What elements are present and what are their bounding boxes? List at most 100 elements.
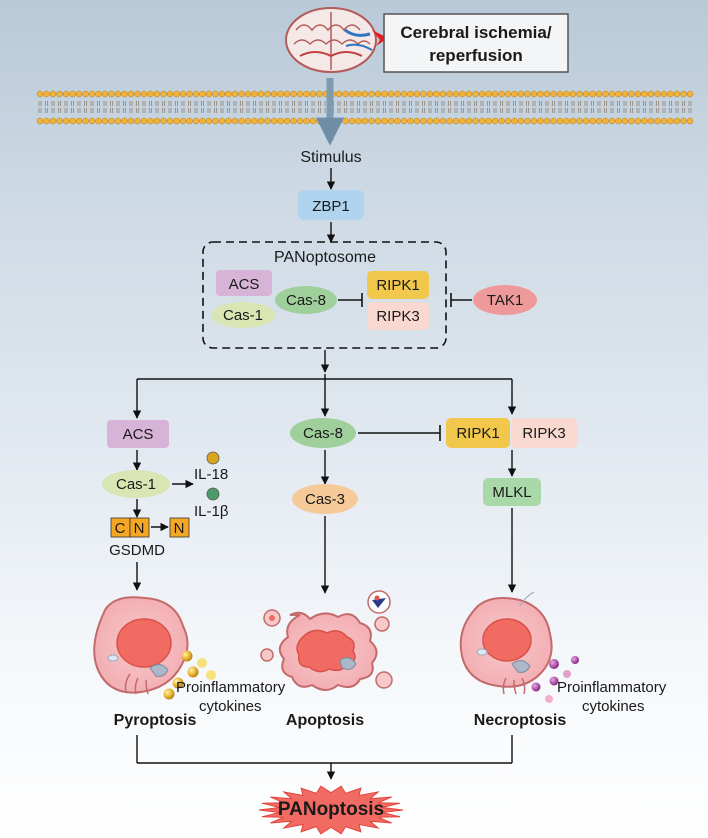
lightning-icon (372, 30, 388, 46)
panoptosome-cas8 (275, 286, 337, 314)
lipid-head (101, 90, 109, 98)
pyroptotic-cell (93, 596, 216, 700)
stimulus-box: Cerebral ischemia/ reperfusion (383, 13, 569, 73)
lipid-head (62, 117, 70, 125)
lipid-head (43, 90, 50, 98)
lipid-head (511, 90, 518, 98)
lipid-head (381, 90, 388, 98)
pyro-cas1-label: Cas-1 (116, 476, 156, 493)
lipid-head (498, 90, 505, 98)
lipid-head (283, 117, 291, 125)
lipid-head (446, 117, 453, 125)
panoptosome-ripk1-label: RIPK1 (376, 277, 419, 294)
lipid-head (654, 117, 661, 125)
lipid-head (56, 90, 63, 98)
lipid-head (238, 90, 245, 98)
lipid-head (673, 117, 681, 125)
lipid-head (43, 117, 50, 125)
panoptosome-ripk1 (367, 271, 429, 299)
lipid-head (147, 117, 154, 125)
lipid-head (88, 90, 96, 98)
lipid-head (108, 117, 115, 125)
lipid-head (667, 117, 674, 125)
pyro-acs (107, 420, 169, 448)
necro-mlkl (483, 478, 541, 506)
lipid-head (400, 117, 408, 125)
lipid-head (82, 90, 89, 98)
lipid-head (472, 117, 479, 125)
pyro-acs-label: ACS (123, 426, 154, 443)
lipid-head (173, 90, 180, 98)
gsdmd-n-cleaved (169, 517, 190, 538)
lipid-head (647, 117, 655, 125)
lipid-head (459, 117, 466, 125)
lipid-head (413, 90, 421, 98)
lipid-head (218, 90, 226, 98)
lipid-head (543, 90, 551, 98)
lipid-head (641, 117, 648, 125)
lipid-head (550, 90, 557, 98)
lipid-head (394, 117, 401, 125)
lipid-head (439, 117, 447, 125)
pyro-cytokines-line2: cytokines (199, 698, 262, 715)
stimulus-box-line1: Cerebral ischemia/ (400, 23, 551, 42)
lipid-head (296, 117, 304, 125)
panoptosome-cas1 (211, 302, 275, 328)
lipid-head (179, 90, 187, 98)
lipid-head (290, 90, 297, 98)
lipid-head (465, 117, 473, 125)
lipid-head (550, 117, 557, 125)
lipid-head (238, 117, 245, 125)
lipid-head (290, 117, 297, 125)
lipid-head (257, 117, 265, 125)
lipid-head (309, 90, 317, 98)
lipid-head (569, 117, 577, 125)
tak1-node (473, 285, 537, 315)
lipid-head (459, 90, 466, 98)
lipid-head (205, 117, 213, 125)
lipid-head (628, 117, 635, 125)
apoptotic-cell (260, 590, 393, 691)
gsdmd-n2-label: N (174, 520, 185, 537)
lipid-head (537, 90, 544, 98)
panoptosome-acs-label: ACS (229, 276, 260, 293)
lipid-head (75, 117, 83, 125)
lipid-head (264, 117, 271, 125)
lipid-head (49, 90, 57, 98)
lipid-head (446, 90, 453, 98)
lipid-head (394, 90, 401, 98)
lipid-head (381, 117, 388, 125)
necroptosis-label: Necroptosis (474, 712, 567, 729)
lipid-head (166, 90, 174, 98)
il18-label: IL-18 (194, 466, 228, 483)
stimulus-label: Stimulus (300, 149, 361, 166)
lipid-head (368, 117, 375, 125)
lipid-head (212, 90, 219, 98)
lipid-head (615, 117, 622, 125)
lipid-head (654, 90, 661, 98)
lipid-head (251, 90, 258, 98)
lipid-head (309, 117, 317, 125)
lipid-head (387, 90, 395, 98)
necro-cytokines-line2: cytokines (582, 698, 645, 715)
lipid-head (88, 117, 96, 125)
lipid-head (114, 117, 122, 125)
lipid-head (634, 117, 642, 125)
lipid-head (563, 90, 570, 98)
lipid-head (433, 90, 440, 98)
lipid-head (589, 117, 596, 125)
panoptosome-cas8-label: Cas-8 (286, 292, 326, 309)
lipid-head (524, 117, 531, 125)
lipid-head (673, 90, 681, 98)
lipid-head (478, 117, 486, 125)
apo-cas8 (290, 418, 356, 448)
apo-cas3 (292, 484, 358, 514)
lipid-head (368, 90, 375, 98)
lipid-head (686, 117, 694, 125)
lipid-head (192, 117, 200, 125)
lipid-head (277, 117, 284, 125)
lipid-head (543, 117, 551, 125)
lipid-head (374, 90, 382, 98)
lipid-head (420, 117, 427, 125)
